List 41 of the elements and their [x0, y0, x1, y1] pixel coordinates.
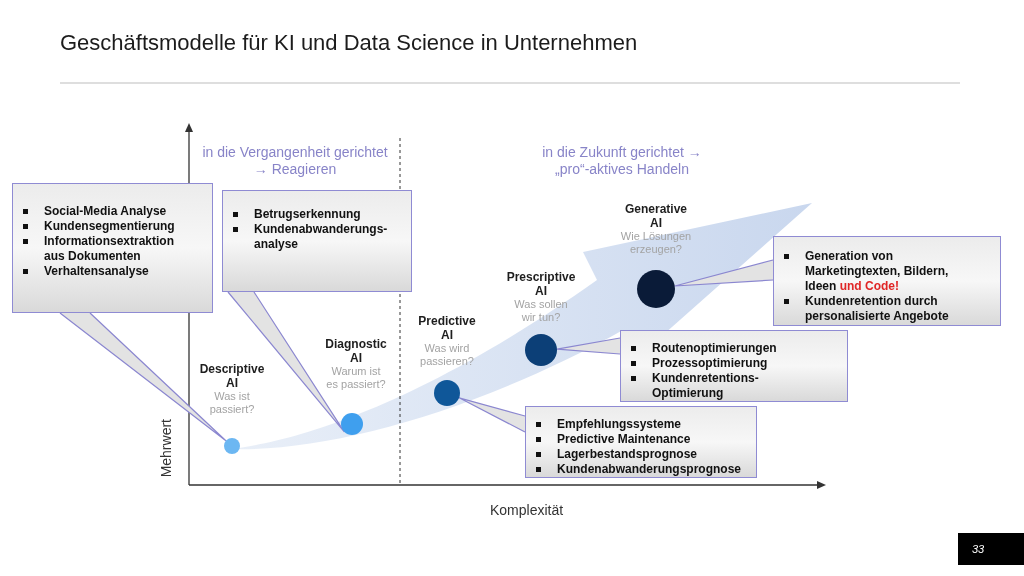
column-heading: in die Vergangenheit gerichtet → Reagieren	[201, 144, 389, 178]
callout-box	[12, 183, 213, 313]
stage-question: Was sollen wir tun?	[513, 298, 569, 324]
list-item: Lagerbestandsprognose	[557, 447, 698, 462]
list-item: Kundensegmentierung	[44, 219, 175, 234]
stage-title: Prescriptive AI	[505, 270, 577, 298]
callout-box	[620, 330, 848, 402]
list-item: Kundenabwanderungs- analyse	[254, 222, 389, 252]
slide-title: Geschäftsmodelle für KI und Data Science in Unternehmen	[60, 30, 638, 56]
callout-box	[222, 190, 412, 292]
stage-title: Generative AI	[623, 202, 688, 230]
stage-title: Predictive AI	[417, 314, 477, 342]
column-heading: in die Zukunft gerichtet → „pro“-aktives Handeln	[542, 144, 702, 178]
list-item: Routenoptimierungen	[652, 341, 777, 356]
stage-question: Was wird passieren?	[419, 342, 475, 368]
stage-title: Diagnostic AI	[324, 337, 388, 365]
list-item: Verhaltensanalyse	[44, 264, 149, 279]
axis-label: Komplexität	[490, 502, 564, 519]
axis-label: Mehrwert	[158, 419, 175, 478]
stage-title: Descriptive AI	[198, 362, 266, 390]
callout-pointer	[59, 312, 227, 442]
page-number: 33	[958, 533, 1024, 565]
list-item: Kundenabwanderungsprognose	[557, 462, 741, 477]
stage-question: Warum ist es passiert?	[325, 365, 387, 391]
list-item: Empfehlungssysteme	[557, 417, 682, 432]
callout-box	[773, 236, 1001, 326]
callout-pointer	[674, 259, 774, 287]
list-item: Kundenretention durch personalisierte Angebote	[805, 294, 950, 324]
list-item: Betrugserkennung	[254, 207, 361, 222]
callout-box	[525, 406, 757, 478]
callout-pointer	[227, 291, 345, 433]
list-item: Social-Media Analyse	[44, 204, 167, 219]
callout-pointer	[458, 397, 526, 433]
stage-question: Was ist passiert?	[208, 390, 256, 416]
callout-pointer	[556, 337, 621, 355]
list-item: Informationsextraktion aus Dokumenten	[44, 234, 176, 264]
stage-question: Wie Lösungen erzeugen?	[619, 230, 693, 256]
list-item: Prozessoptimierung	[652, 356, 768, 371]
list-item: Kundenretentions- Optimierung	[652, 371, 760, 401]
list-item: Generation von Marketingtexten, Bildern, Ideen und Code!	[805, 249, 950, 294]
list-item: Predictive Maintenance	[557, 432, 691, 447]
